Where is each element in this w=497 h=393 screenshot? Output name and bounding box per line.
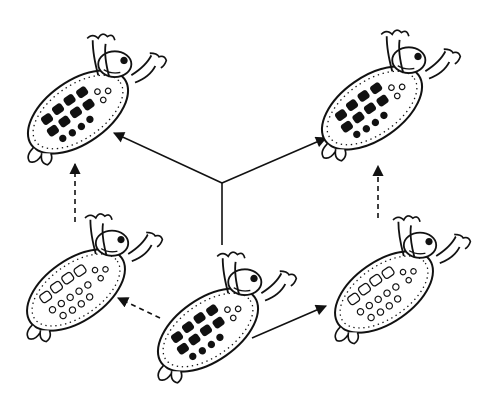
- figure-top-right: [298, 30, 460, 172]
- figure-middle-left: [4, 214, 163, 353]
- arrow-to-middle-right: [252, 306, 326, 338]
- figure-bottom-center: [134, 252, 296, 393]
- arrow-to-top-right: [222, 138, 326, 183]
- figure-middle-right: [312, 216, 471, 355]
- figure-top-left: [4, 34, 166, 176]
- arrow-to-top-left: [114, 133, 222, 183]
- arrow-to-middle-left: [118, 298, 160, 318]
